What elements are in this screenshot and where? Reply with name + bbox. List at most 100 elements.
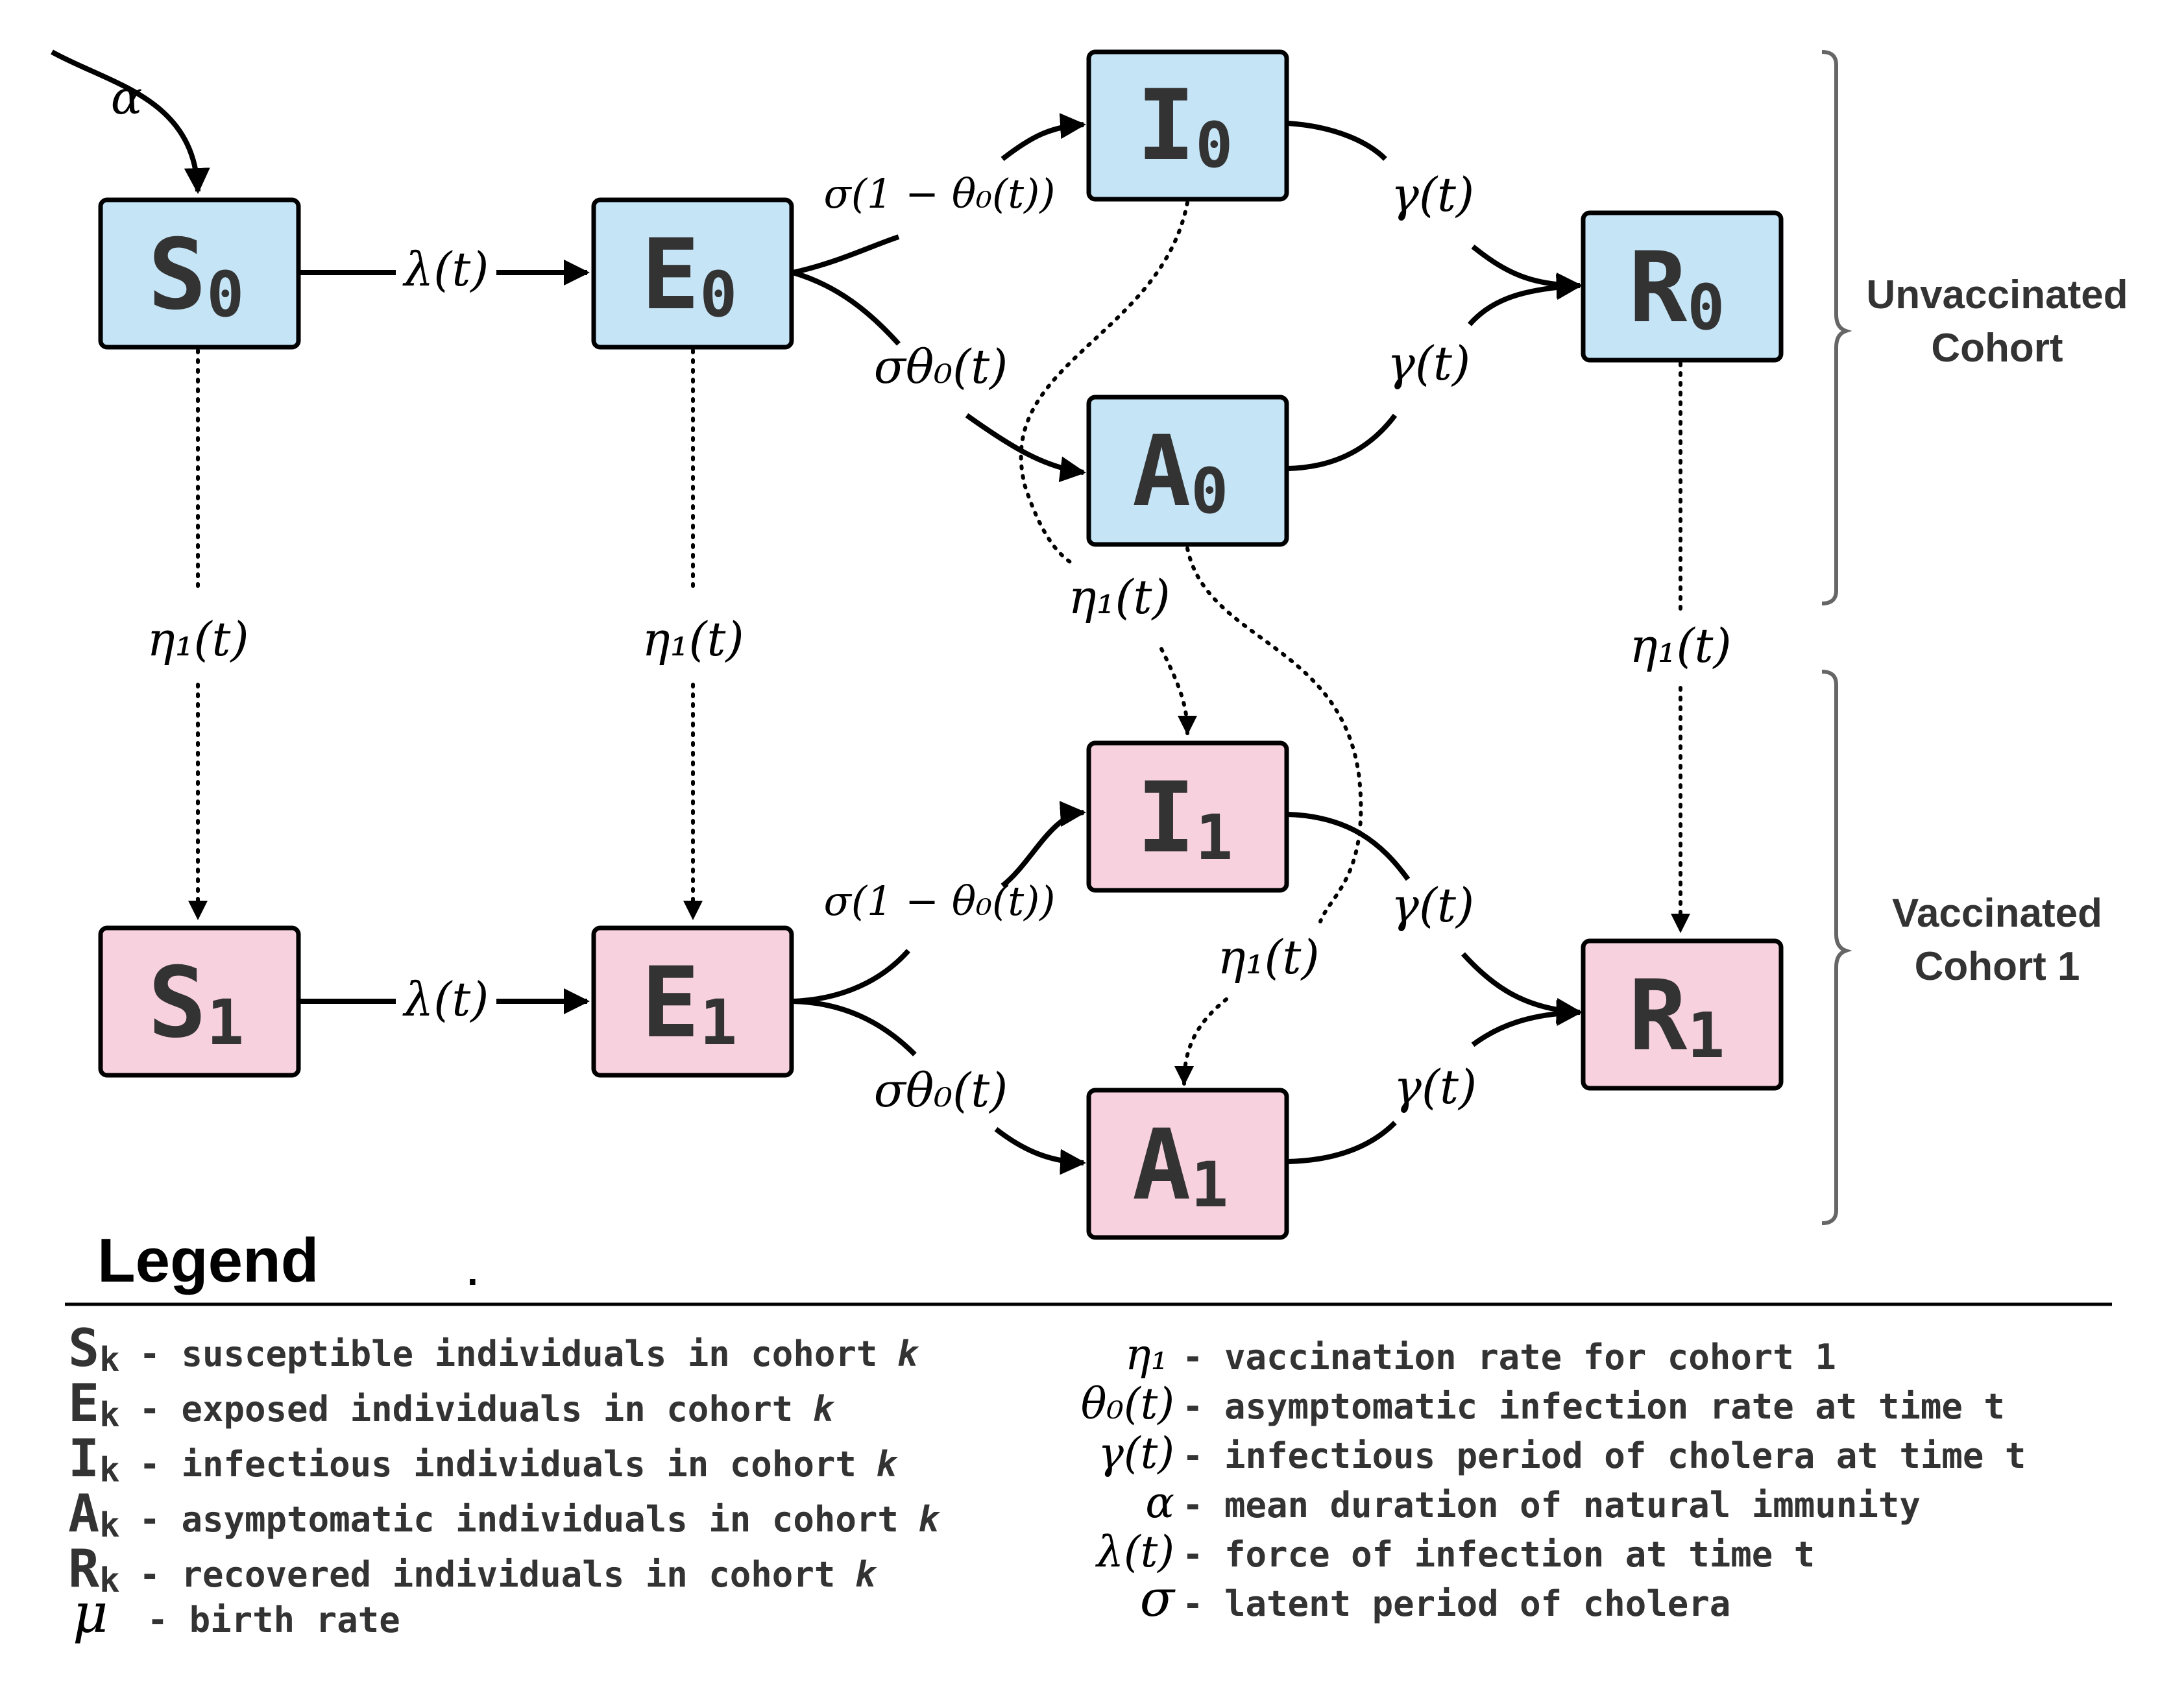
node-i1: I1 <box>1086 740 1289 893</box>
node-a1-letter: A <box>1132 1109 1191 1222</box>
gamma-label-a0: γ(t) <box>1387 336 1470 391</box>
eta-label-r: η₁(t) <box>1629 618 1731 673</box>
rate-labels: α λ(t) λ(t) σ(1 − θ₀(t)) σθ₀(t) σ(1 − θ₀… <box>111 70 1732 1117</box>
node-e1: E1 <box>591 925 794 1078</box>
node-e0-letter: E <box>641 219 699 332</box>
node-s0-letter: S <box>148 219 206 332</box>
vaccinated-label-line1: Vaccinated <box>1892 891 2102 936</box>
i1-to-r1-arrow <box>1287 812 1411 881</box>
legend-desc-theta: - asymptomatic infection rate at time t <box>1182 1386 2005 1427</box>
node-a0-letter: A <box>1132 415 1191 528</box>
node-r0: R0 <box>1581 210 1784 363</box>
node-s0: S0 <box>98 197 301 350</box>
svg-text:I0: I0 <box>1137 69 1233 182</box>
sigma-one-minus-theta-label-top: σ(1 − θ₀(t)) <box>824 170 1056 217</box>
vaccinated-label-line2: Cohort 1 <box>1915 944 2080 989</box>
svg-text:S1: S1 <box>148 947 244 1060</box>
alpha-label: α <box>111 70 143 125</box>
eta-label-a: η₁(t) <box>1217 930 1319 984</box>
e1-to-a1-arrow-head <box>994 1127 1086 1175</box>
legend-right-column: η₁ - vaccination rate for cohort 1 θ₀(t)… <box>1081 1330 2026 1628</box>
nodes: S0 E0 I0 A0 R0 S1 E1 <box>98 49 1784 1240</box>
vaccination-edges <box>188 201 1690 1086</box>
unvaccinated-brace <box>1821 50 1852 605</box>
node-s1: S1 <box>98 925 301 1078</box>
vaccinated-brace <box>1821 670 1852 1225</box>
legend: Legend . Sk- susceptible individuals in … <box>65 1226 2112 1645</box>
i0-to-i1-dotted <box>1019 201 1189 567</box>
unvaccinated-label-line1: Unvaccinated <box>1866 273 2128 317</box>
sigma-theta-label-top: σθ₀(t) <box>874 339 1008 394</box>
eta-label-e: η₁(t) <box>642 612 744 666</box>
i1-to-r1-arrow-head <box>1461 952 1583 1024</box>
e1-to-i1-arrow <box>792 949 910 1004</box>
alpha-inflow-arrow <box>51 49 210 194</box>
i0-to-r0-arrow <box>1287 121 1387 161</box>
svg-text:S0: S0 <box>148 219 244 332</box>
legend-title: Legend <box>97 1226 319 1295</box>
sigma-one-minus-theta-label-bottom: σ(1 − θ₀(t)) <box>824 877 1056 925</box>
legend-desc-gamma: - infectious period of cholera at time t <box>1182 1435 2026 1476</box>
svg-text:A1: A1 <box>1132 1109 1228 1222</box>
legend-symbol-sigma: σ <box>1140 1570 1176 1628</box>
e0-to-i0-arrow-head <box>1001 113 1086 162</box>
e0-to-a0-arrow <box>792 270 901 346</box>
gamma-label-i1: γ(t) <box>1391 878 1474 932</box>
legend-desc-sigma: - latent period of cholera <box>1182 1583 1730 1624</box>
node-i1-letter: I <box>1137 762 1195 875</box>
svg-text:E1: E1 <box>641 947 737 1060</box>
node-i0-letter: I <box>1137 69 1195 182</box>
node-e0: E0 <box>591 197 794 350</box>
a0-to-a1-dotted-lower <box>1174 997 1228 1086</box>
edges <box>51 49 1583 1175</box>
gamma-label-a1: γ(t) <box>1394 1060 1477 1114</box>
legend-stray-dot: . <box>467 1250 478 1293</box>
eta-label-s: η₁(t) <box>147 612 249 666</box>
eta-label-i: η₁(t) <box>1068 570 1170 624</box>
legend-symbol-theta: θ₀(t) <box>1081 1379 1174 1429</box>
svg-text:R1: R1 <box>1629 960 1725 1073</box>
svg-text:R0: R0 <box>1629 232 1725 345</box>
node-a1: A1 <box>1086 1088 1289 1240</box>
gamma-label-i0: γ(t) <box>1391 167 1474 222</box>
node-a1-sub: 1 <box>1191 1149 1228 1221</box>
node-i0-sub: 0 <box>1195 109 1233 182</box>
e0-to-a0-arrow-head <box>965 413 1086 483</box>
node-r0-sub: 0 <box>1687 271 1725 344</box>
unvaccinated-label-line2: Cohort <box>1931 326 2063 371</box>
svg-text:E0: E0 <box>641 219 737 332</box>
node-r1-letter: R <box>1629 960 1688 1073</box>
a0-to-a1-dotted <box>1185 546 1363 923</box>
node-r1: R1 <box>1581 938 1784 1091</box>
legend-symbol-lambda: λ(t) <box>1095 1527 1174 1577</box>
node-a0-sub: 0 <box>1191 455 1228 528</box>
node-r0-letter: R <box>1629 232 1688 345</box>
node-s0-sub: 0 <box>206 258 244 331</box>
legend-item-mu: μ- birth rate <box>73 1581 400 1645</box>
i0-to-r0-arrow-head <box>1471 244 1583 299</box>
node-s1-sub: 1 <box>206 986 244 1059</box>
node-e0-sub: 0 <box>699 258 737 331</box>
lambda-label-bottom: λ(t) <box>402 972 489 1027</box>
legend-symbol-gamma: γ(t) <box>1098 1428 1174 1478</box>
node-e1-letter: E <box>641 947 699 1060</box>
legend-desc-eta: - vaccination rate for cohort 1 <box>1182 1337 1836 1378</box>
cohort-braces: Unvaccinated Cohort Vaccinated Cohort 1 <box>1821 50 2128 1225</box>
a0-to-r0-arrow <box>1287 413 1398 471</box>
i0-to-i1-dotted-lower <box>1159 647 1197 735</box>
node-a0: A0 <box>1086 395 1289 547</box>
legend-desc-lambda: - force of infection at time t <box>1182 1534 1815 1575</box>
a0-to-r0-arrow-head <box>1467 274 1583 326</box>
e0-to-i0-arrow <box>792 234 900 275</box>
node-s1-letter: S <box>148 947 206 1060</box>
svg-text:I1: I1 <box>1137 762 1233 875</box>
node-i1-sub: 1 <box>1195 801 1233 874</box>
